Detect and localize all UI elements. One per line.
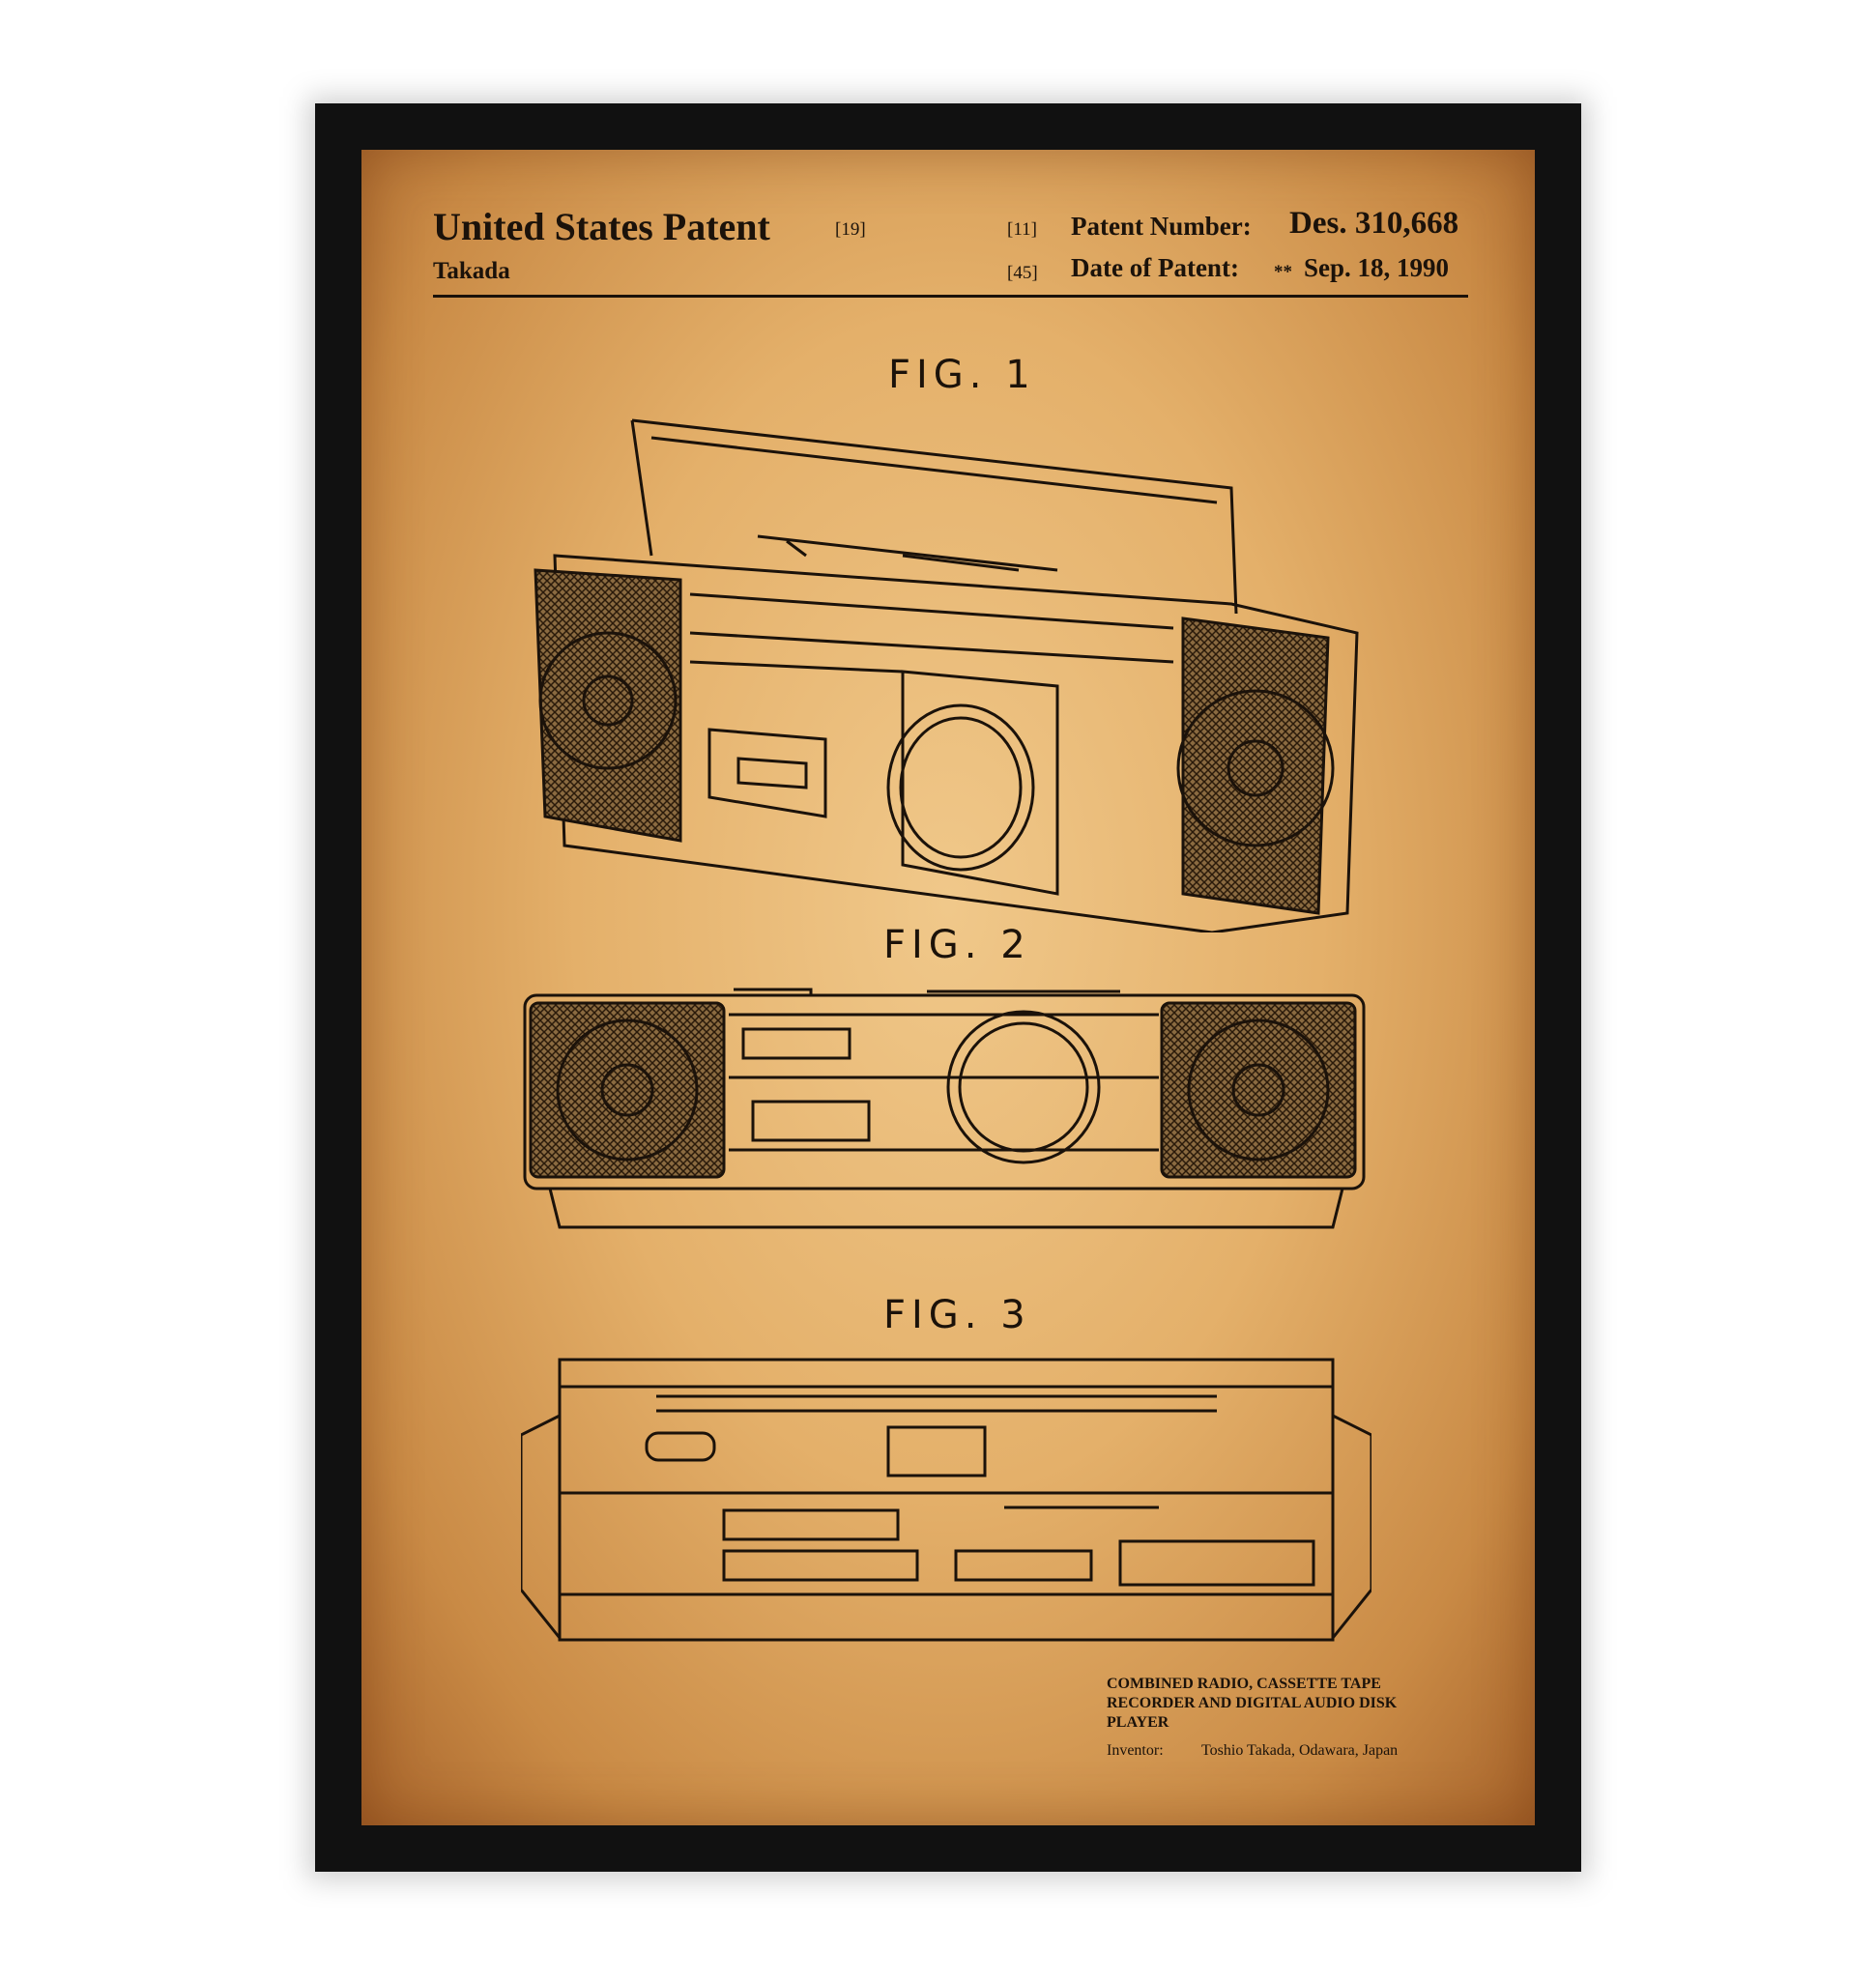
- description-line: PLAYER: [1107, 1714, 1169, 1731]
- inventor-value: Toshio Takada, Odawara, Japan: [1201, 1742, 1399, 1759]
- patent-number: Des. 310,668: [1289, 206, 1459, 241]
- title-ref: [19]: [835, 219, 866, 240]
- inventor-label: Inventor:: [1107, 1742, 1164, 1759]
- patent-number-label: Patent Number:: [1071, 212, 1252, 241]
- fig-1-label: FIG. 1: [888, 353, 1036, 397]
- date-label: Date of Patent:: [1071, 253, 1239, 282]
- date-ref: [45]: [1007, 263, 1038, 283]
- fig-2-boombox-front-drawing: [523, 988, 1366, 1229]
- fig-2-label: FIG. 2: [883, 923, 1031, 967]
- date-mark: **: [1274, 262, 1292, 282]
- poster-frame: United States Patent [19] Takada [11] Pa…: [315, 103, 1581, 1872]
- fig-3-label: FIG. 3: [883, 1293, 1031, 1337]
- patent-paper: United States Patent [19] Takada [11] Pa…: [361, 150, 1535, 1825]
- description-line: RECORDER AND DIGITAL AUDIO DISK: [1107, 1695, 1398, 1711]
- description-line: COMBINED RADIO, CASSETTE TAPE: [1107, 1676, 1381, 1692]
- patent-description-title: COMBINED RADIO, CASSETTE TAPE RECORDER A…: [1107, 1675, 1397, 1733]
- fig-1-boombox-perspective-drawing: [534, 418, 1359, 932]
- inventor-short: Takada: [433, 258, 510, 284]
- patent-title: United States Patent: [433, 205, 770, 248]
- header-rule: [433, 295, 1468, 298]
- number-ref: [11]: [1007, 219, 1037, 240]
- fig-3-boombox-top-drawing: [521, 1358, 1371, 1642]
- date-of-patent: Sep. 18, 1990: [1304, 253, 1450, 282]
